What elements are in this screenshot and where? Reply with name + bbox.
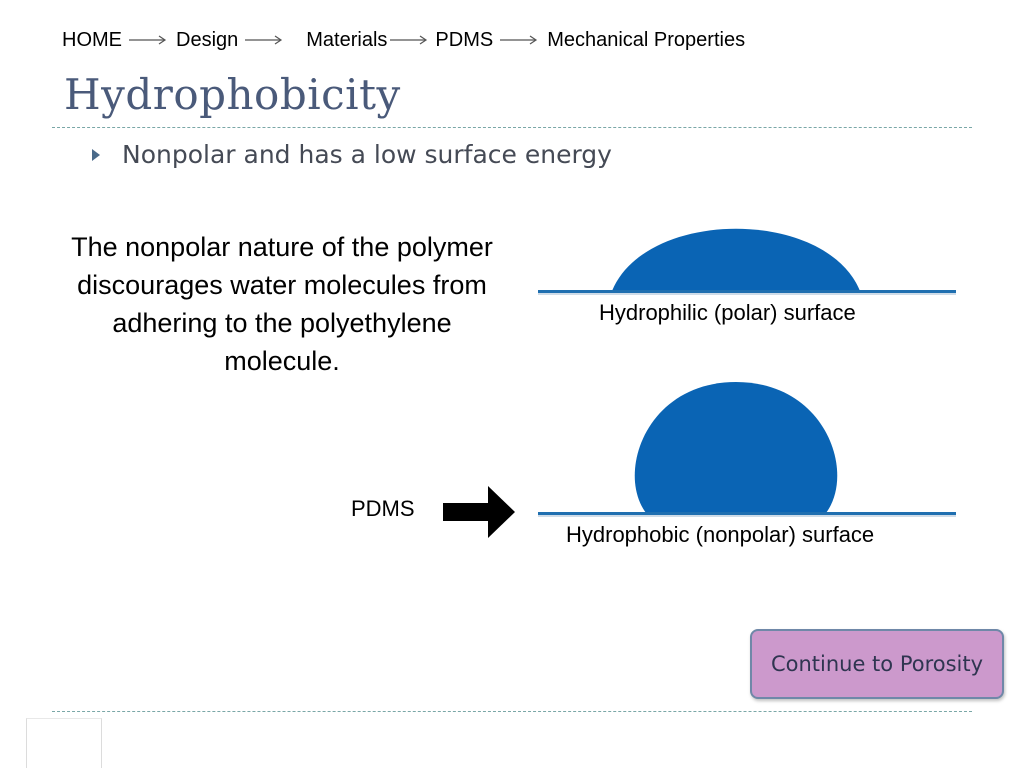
breadcrumb-arrow-icon [244, 34, 284, 46]
breadcrumb: HOME Design Materials PDMS Mechanical Pr… [62, 28, 745, 52]
bullet-item: Nonpolar and has a low surface energy [92, 140, 612, 169]
bullet-triangle-icon [92, 148, 100, 161]
bullet-text: Nonpolar and has a low surface energy [122, 140, 612, 169]
slide-title: Hydrophobicity [64, 70, 401, 119]
hydrophobic-droplet [634, 382, 838, 513]
body-paragraph: The nonpolar nature of the polymer disco… [71, 232, 493, 376]
footer-divider [52, 711, 972, 712]
continue-to-porosity-button[interactable]: Continue to Porosity [750, 629, 1004, 699]
breadcrumb-pdms[interactable]: PDMS [435, 28, 494, 51]
hydrophilic-caption: Hydrophilic (polar) surface [599, 300, 856, 325]
breadcrumb-design[interactable]: Design [176, 28, 239, 51]
breadcrumb-materials[interactable]: Materials [306, 28, 388, 51]
breadcrumb-mechanical-properties[interactable]: Mechanical Properties [547, 28, 746, 51]
breadcrumb-arrow-icon [499, 34, 539, 46]
pdms-label: PDMS [351, 496, 415, 521]
hydrophobic-diagram [536, 378, 960, 520]
slide-number-box [26, 718, 102, 768]
title-divider [52, 127, 972, 128]
right-arrow-icon [442, 484, 516, 540]
breadcrumb-home[interactable]: HOME [62, 28, 122, 51]
breadcrumb-arrow-icon [389, 34, 429, 46]
hydrophobic-caption: Hydrophobic (nonpolar) surface [566, 522, 875, 547]
hydrophilic-droplet [612, 228, 860, 291]
hydrophilic-diagram [536, 218, 960, 298]
breadcrumb-arrow-icon [128, 34, 168, 46]
